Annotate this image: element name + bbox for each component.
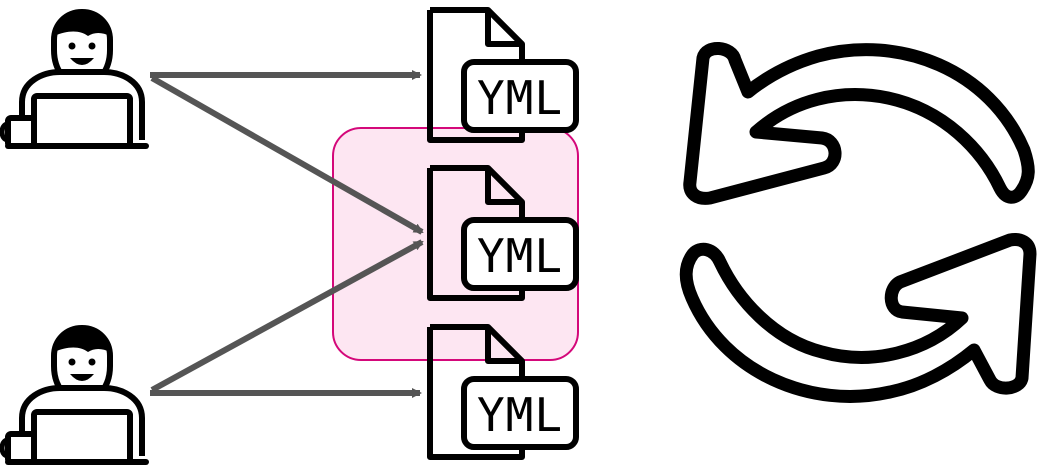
yml-file-top: YML	[430, 10, 576, 140]
yml-file-bottom: YML	[430, 327, 576, 457]
yml-file-middle: YML	[430, 168, 576, 298]
developer-top	[2, 12, 146, 146]
yml-file-label: YML	[477, 388, 563, 442]
arrow-developer-bottom-to-file-middle	[150, 239, 424, 393]
sync-icon	[679, 42, 1037, 403]
arrow-developer-top-to-file-middle	[150, 75, 424, 235]
person-laptop-icon	[2, 328, 146, 462]
yml-file-label: YML	[477, 71, 563, 125]
yml-file-label: YML	[477, 229, 563, 283]
person-laptop-icon	[2, 12, 146, 146]
developer-bottom	[2, 328, 146, 462]
arrows	[150, 70, 424, 398]
